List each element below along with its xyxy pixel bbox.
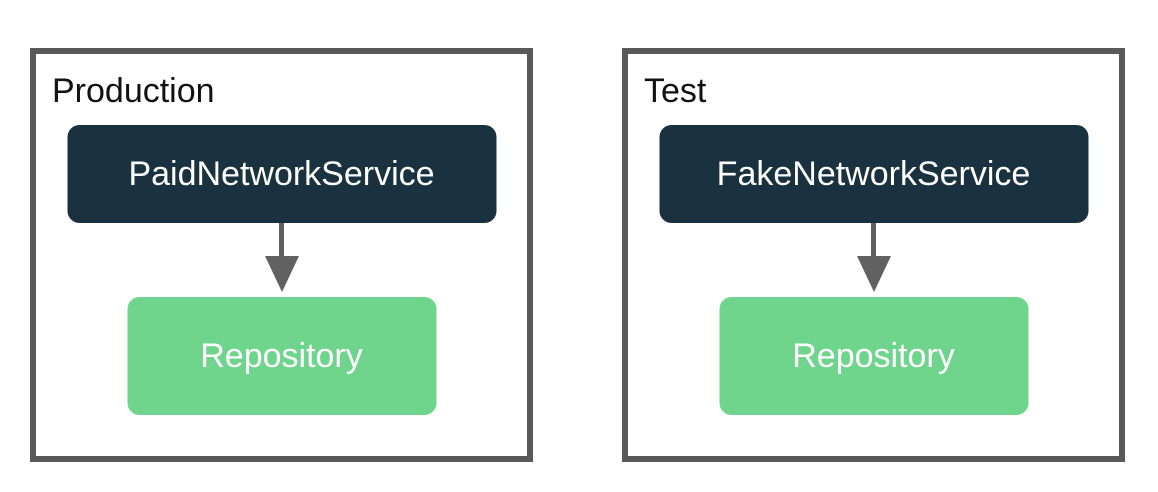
fake-network-service-box: FakeNetworkService <box>659 125 1088 223</box>
arrow-head <box>264 256 299 292</box>
test-panel: Test FakeNetworkService Repository <box>622 48 1125 462</box>
arrow-shaft <box>279 223 284 256</box>
test-repository-label: Repository <box>792 336 955 375</box>
arrow-head <box>856 256 891 292</box>
fake-network-service-label: FakeNetworkService <box>716 154 1031 193</box>
production-repository-label: Repository <box>200 336 363 375</box>
arrow-shaft <box>871 223 876 256</box>
paid-network-service-box: PaidNetworkService <box>67 125 496 223</box>
arrow-down-icon <box>856 223 891 292</box>
production-repository-box: Repository <box>127 297 436 415</box>
paid-network-service-label: PaidNetworkService <box>128 154 435 193</box>
production-panel-label: Production <box>52 72 215 110</box>
production-panel: Production PaidNetworkService Repository <box>30 48 533 462</box>
test-repository-box: Repository <box>719 297 1028 415</box>
test-panel-label: Test <box>644 72 707 110</box>
arrow-down-icon <box>264 223 299 292</box>
